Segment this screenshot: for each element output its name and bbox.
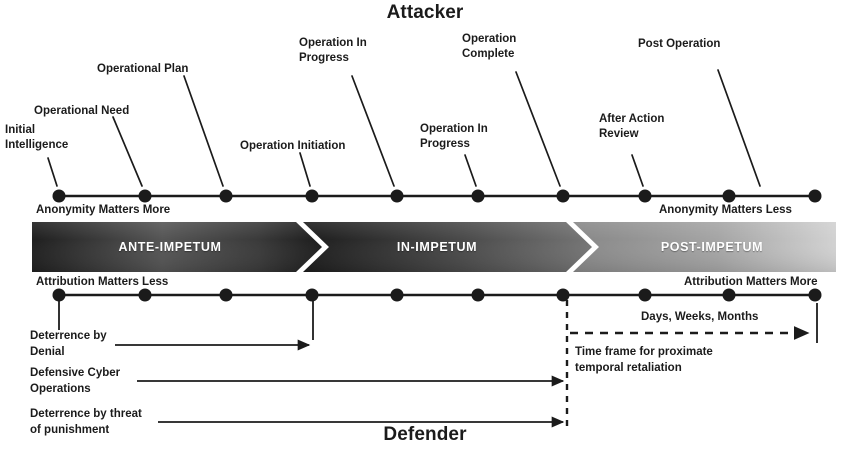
caption-anonymity-matters-more: Anonymity Matters More	[36, 204, 171, 216]
measure-label-deterrence-by-threat-of-punishment: Deterrence by threat of punishment	[30, 408, 142, 436]
event-label-operational-plan: Operational Plan	[97, 63, 189, 75]
leader-line-operation-initiation	[299, 152, 311, 187]
event-label-operation-complete: Operation Complete	[462, 32, 516, 62]
attacker-node	[638, 189, 652, 203]
measure-label-deterrence-by-denial: Deterrence by Denial	[30, 330, 107, 358]
caption-attribution-matters-more: Attribution Matters More	[684, 276, 818, 288]
attacker-node	[808, 189, 822, 203]
phase-label-post-impetum: POST-IMPETUM	[660, 240, 764, 254]
measure-label-defensive-cyber-operations: Defensive Cyber Operations	[30, 367, 121, 395]
retaliation-window-markers	[565, 300, 810, 430]
defender-node	[305, 288, 319, 302]
defender-node	[219, 288, 233, 302]
caption-anonymity-matters-less: Anonymity Matters Less	[659, 204, 792, 216]
attacker-node	[390, 189, 404, 203]
leader-line-operation-in-progress-2	[464, 154, 477, 187]
caption-attribution-matters-less: Attribution Matters Less	[36, 276, 169, 288]
leader-line-operational-plan	[183, 75, 224, 187]
attacker-node	[556, 189, 570, 203]
phase-label-in-impetum: IN-IMPETUM	[396, 240, 478, 254]
leader-line-after-action-review	[631, 154, 644, 187]
leader-line-operation-in-progress-1	[351, 75, 395, 187]
attacker-title: Attacker	[386, 2, 464, 23]
event-label-operation-in-progress-2: Operation In Progress	[420, 123, 488, 150]
attacker-node-group	[52, 189, 822, 203]
defender-node	[722, 288, 736, 302]
defender-node	[556, 288, 570, 302]
band-segment-post-impetum	[573, 222, 836, 272]
defender-node	[138, 288, 152, 302]
leader-line-post-operation	[717, 69, 761, 187]
defender-node	[390, 288, 404, 302]
leader-line-operation-complete	[515, 71, 561, 187]
event-label-post-operation: Post Operation	[638, 38, 721, 50]
defender-node	[471, 288, 485, 302]
band-segment-in-impetum	[303, 222, 592, 272]
phase-label-ante-impetum: ANTE-IMPETUM	[118, 240, 222, 254]
defender-axis	[52, 288, 822, 302]
attacker-node	[219, 189, 233, 203]
event-label-operation-in-progress-1: Operation In Progress	[299, 37, 367, 64]
attacker-node	[722, 189, 736, 203]
band-segment-ante-impetum	[32, 222, 322, 272]
defender-measure-arrows	[115, 339, 565, 428]
leader-line-initial-intelligence	[47, 157, 58, 187]
label-days-weeks-months: Days, Weeks, Months	[641, 311, 759, 323]
defender-node	[638, 288, 652, 302]
event-label-after-action-review: After Action Review	[599, 113, 665, 140]
attacker-node	[471, 189, 485, 203]
defender-node-group	[52, 288, 822, 302]
defender-title: Defender	[383, 424, 467, 445]
attacker-node	[52, 189, 66, 203]
attacker-node	[138, 189, 152, 203]
event-label-operation-complete-line2: Complete	[462, 48, 515, 60]
leader-line-operational-need	[112, 116, 143, 187]
event-label-operation-initiation: Operation Initiation	[240, 140, 346, 152]
attacker-axis	[52, 189, 822, 203]
attacker-node	[305, 189, 319, 203]
defender-node	[52, 288, 66, 302]
attacker-leader-lines	[47, 69, 761, 187]
event-label-operational-need: Operational Need	[34, 105, 130, 117]
defender-tick-marks	[58, 297, 818, 343]
event-label-operation-complete-line1: Operation	[462, 33, 517, 45]
defender-node	[808, 288, 822, 302]
event-label-initial-intelligence: Initial Intelligence	[5, 124, 69, 151]
note-time-frame-proximate-temporal-retaliation: Time frame for proximate temporal retali…	[575, 346, 713, 374]
